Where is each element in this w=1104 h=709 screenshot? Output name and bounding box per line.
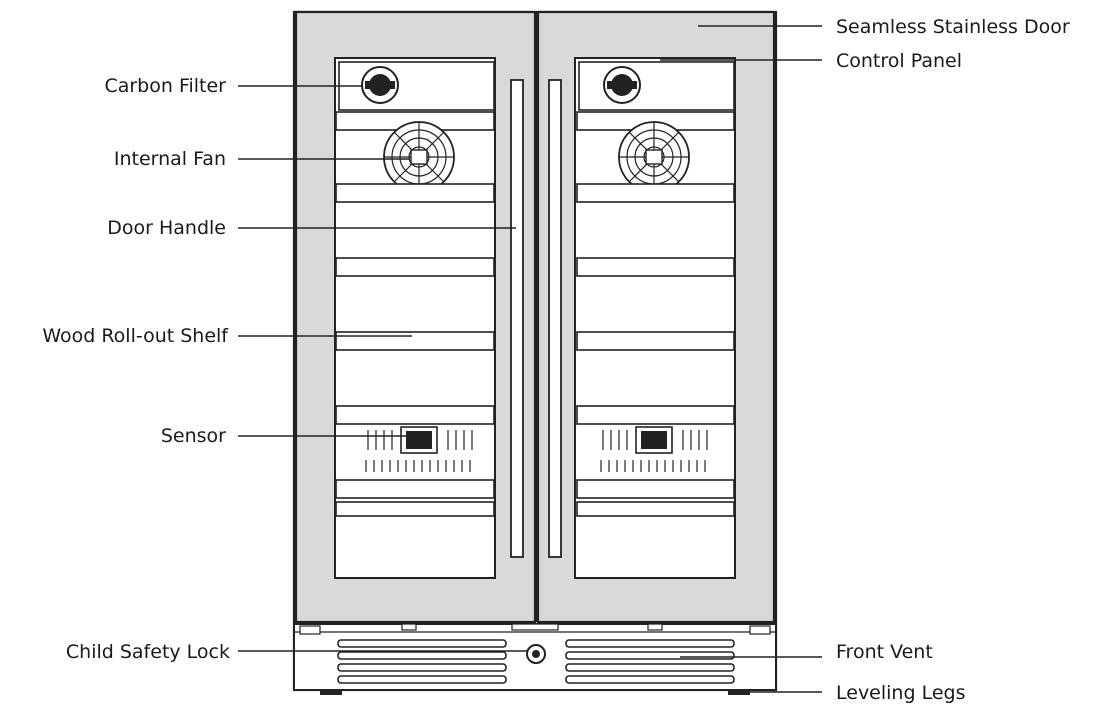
carbon-filter-right — [603, 66, 641, 104]
right-door — [536, 10, 776, 624]
sensor-left — [365, 426, 473, 472]
label-internal-fan: Internal Fan — [114, 148, 226, 170]
leveling-leg-left — [320, 689, 342, 695]
label-seamless-stainless-door: Seamless Stainless Door — [836, 16, 1070, 38]
label-control-panel: Control Panel — [836, 50, 962, 72]
label-leveling-legs: Leveling Legs — [836, 682, 965, 704]
front-vent-left — [337, 639, 507, 684]
label-carbon-filter: Carbon Filter — [104, 75, 226, 97]
label-wood-rollout-shelf: Wood Roll-out Shelf — [42, 325, 229, 347]
label-sensor: Sensor — [161, 425, 226, 447]
label-front-vent: Front Vent — [836, 641, 933, 663]
leader-lines — [238, 25, 822, 693]
wood-rollout-shelf-left — [335, 331, 495, 351]
front-vent-right — [565, 639, 735, 684]
door-handle-right — [548, 79, 562, 558]
carbon-filter-left — [361, 66, 399, 104]
left-door — [294, 10, 537, 624]
label-door-handle: Door Handle — [107, 217, 226, 239]
leveling-leg-right — [728, 689, 750, 695]
internal-fan-left — [383, 121, 455, 193]
door-handle-left — [510, 79, 524, 558]
child-safety-lock — [526, 644, 546, 664]
label-child-safety-lock: Child Safety Lock — [66, 641, 230, 663]
base-kick-plate — [293, 623, 777, 695]
sensor-right — [600, 426, 708, 472]
internal-fan-right — [618, 121, 690, 193]
